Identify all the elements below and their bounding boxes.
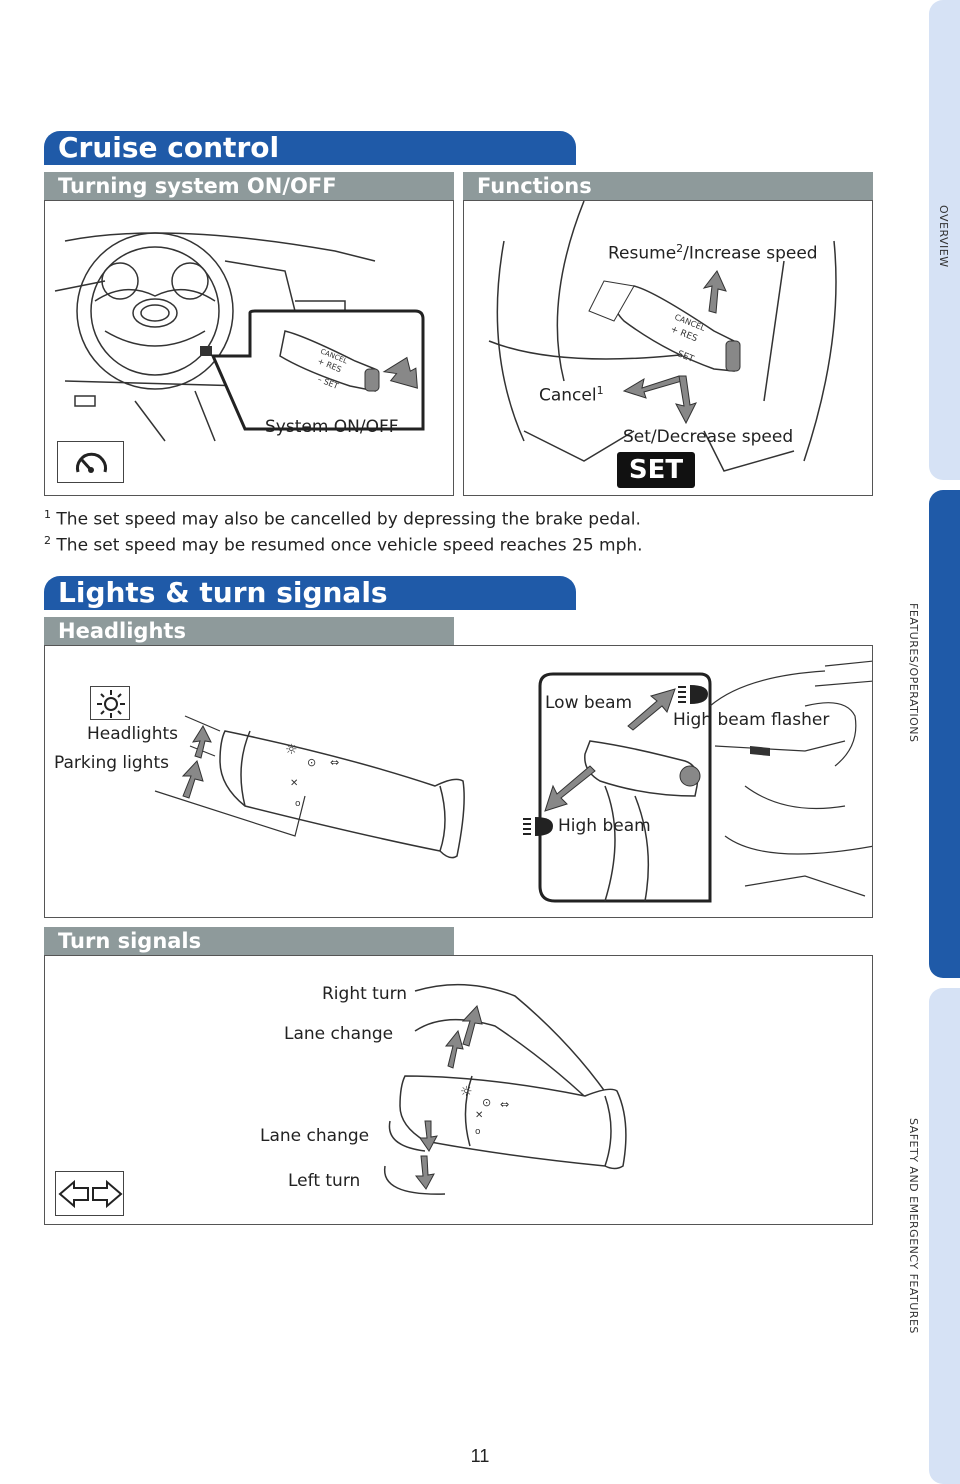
headlight-sun-icon [90,686,130,720]
headlight-lever-illustration: ☼ ⊙ ✕ o ⇔ [154,660,872,903]
resume-increase-label: Resume2/Increase speed [608,242,818,264]
cruise-control-heading: Cruise control [44,131,576,165]
high-beam-flasher-label: High beam flasher [673,710,830,730]
svg-text:✕: ✕ [475,1110,483,1121]
turn-signals-panel: ☼ ⊙ ✕ o ⇔ Right turn Lane change Lane ch… [44,955,873,1225]
turn-signal-lever-illustration: ☼ ⊙ ✕ o ⇔ [383,983,627,1195]
parking-lights-label: Parking lights [54,753,169,773]
turning-system-subheading: Turning system ON/OFF [44,172,454,200]
svg-text:☼: ☼ [460,1084,473,1100]
headlights-panel: ☼ ⊙ ✕ o ⇔ [44,645,873,918]
svg-text:☼: ☼ [285,742,298,758]
functions-panel: CANCEL + RES – SET Resume2/Increase spee… [463,200,873,496]
lane-change-up-label: Lane change [284,1024,394,1044]
svg-text:⊙: ⊙ [307,756,316,769]
turn-arrows-icon [55,1171,124,1216]
right-turn-label: Right turn [322,984,408,1004]
svg-text:o: o [295,799,301,809]
headlights-subheading: Headlights [44,617,454,645]
tab-features-operations-label: FEATURES/OPERATIONS [907,603,920,743]
high-beam-label: High beam [558,816,651,836]
steering-wheel-illustration: CANCEL + RES – SET [54,232,425,442]
high-beam-icon [676,682,710,706]
cancel-label: Cancel1 [539,384,604,406]
svg-text:⇔: ⇔ [330,756,339,769]
high-beam-icon-lower [521,814,555,838]
cruise-lever-illustration: CANCEL + RES – SET [488,201,837,472]
tab-features-operations[interactable] [929,490,960,978]
tab-overview[interactable]: OVERVIEW [929,0,960,480]
low-beam-label: Low beam [545,693,633,713]
left-turn-label: Left turn [288,1171,361,1191]
tab-safety-emergency-label: SAFETY AND EMERGENCY FEATURES [907,1118,920,1334]
system-on-off-label: System ON/OFF [265,417,399,437]
lights-turn-signals-heading: Lights & turn signals [44,576,576,610]
cruise-control-gauge-icon [57,441,124,483]
footnote-1: 1 The set speed may also be cancelled by… [44,508,641,530]
svg-text:⇔: ⇔ [500,1098,509,1111]
tab-safety-emergency[interactable] [929,988,960,1484]
headlights-position-label: Headlights [87,724,178,744]
turn-signals-subheading: Turn signals [44,927,454,955]
set-icon: SET [617,452,695,488]
svg-text:✕: ✕ [290,778,298,789]
turning-system-panel: CANCEL + RES – SET System ON/OFF [44,200,454,496]
footnote-2: 2 The set speed may be resumed once vehi… [44,534,643,556]
set-decrease-label: Set/Decrease speed [623,427,794,447]
svg-text:⊙: ⊙ [482,1096,491,1109]
functions-subheading: Functions [463,172,873,200]
tab-overview-label: OVERVIEW [937,205,950,268]
lane-change-down-label: Lane change [260,1126,370,1146]
svg-text:o: o [475,1127,481,1137]
page-number: 11 [470,1446,490,1466]
